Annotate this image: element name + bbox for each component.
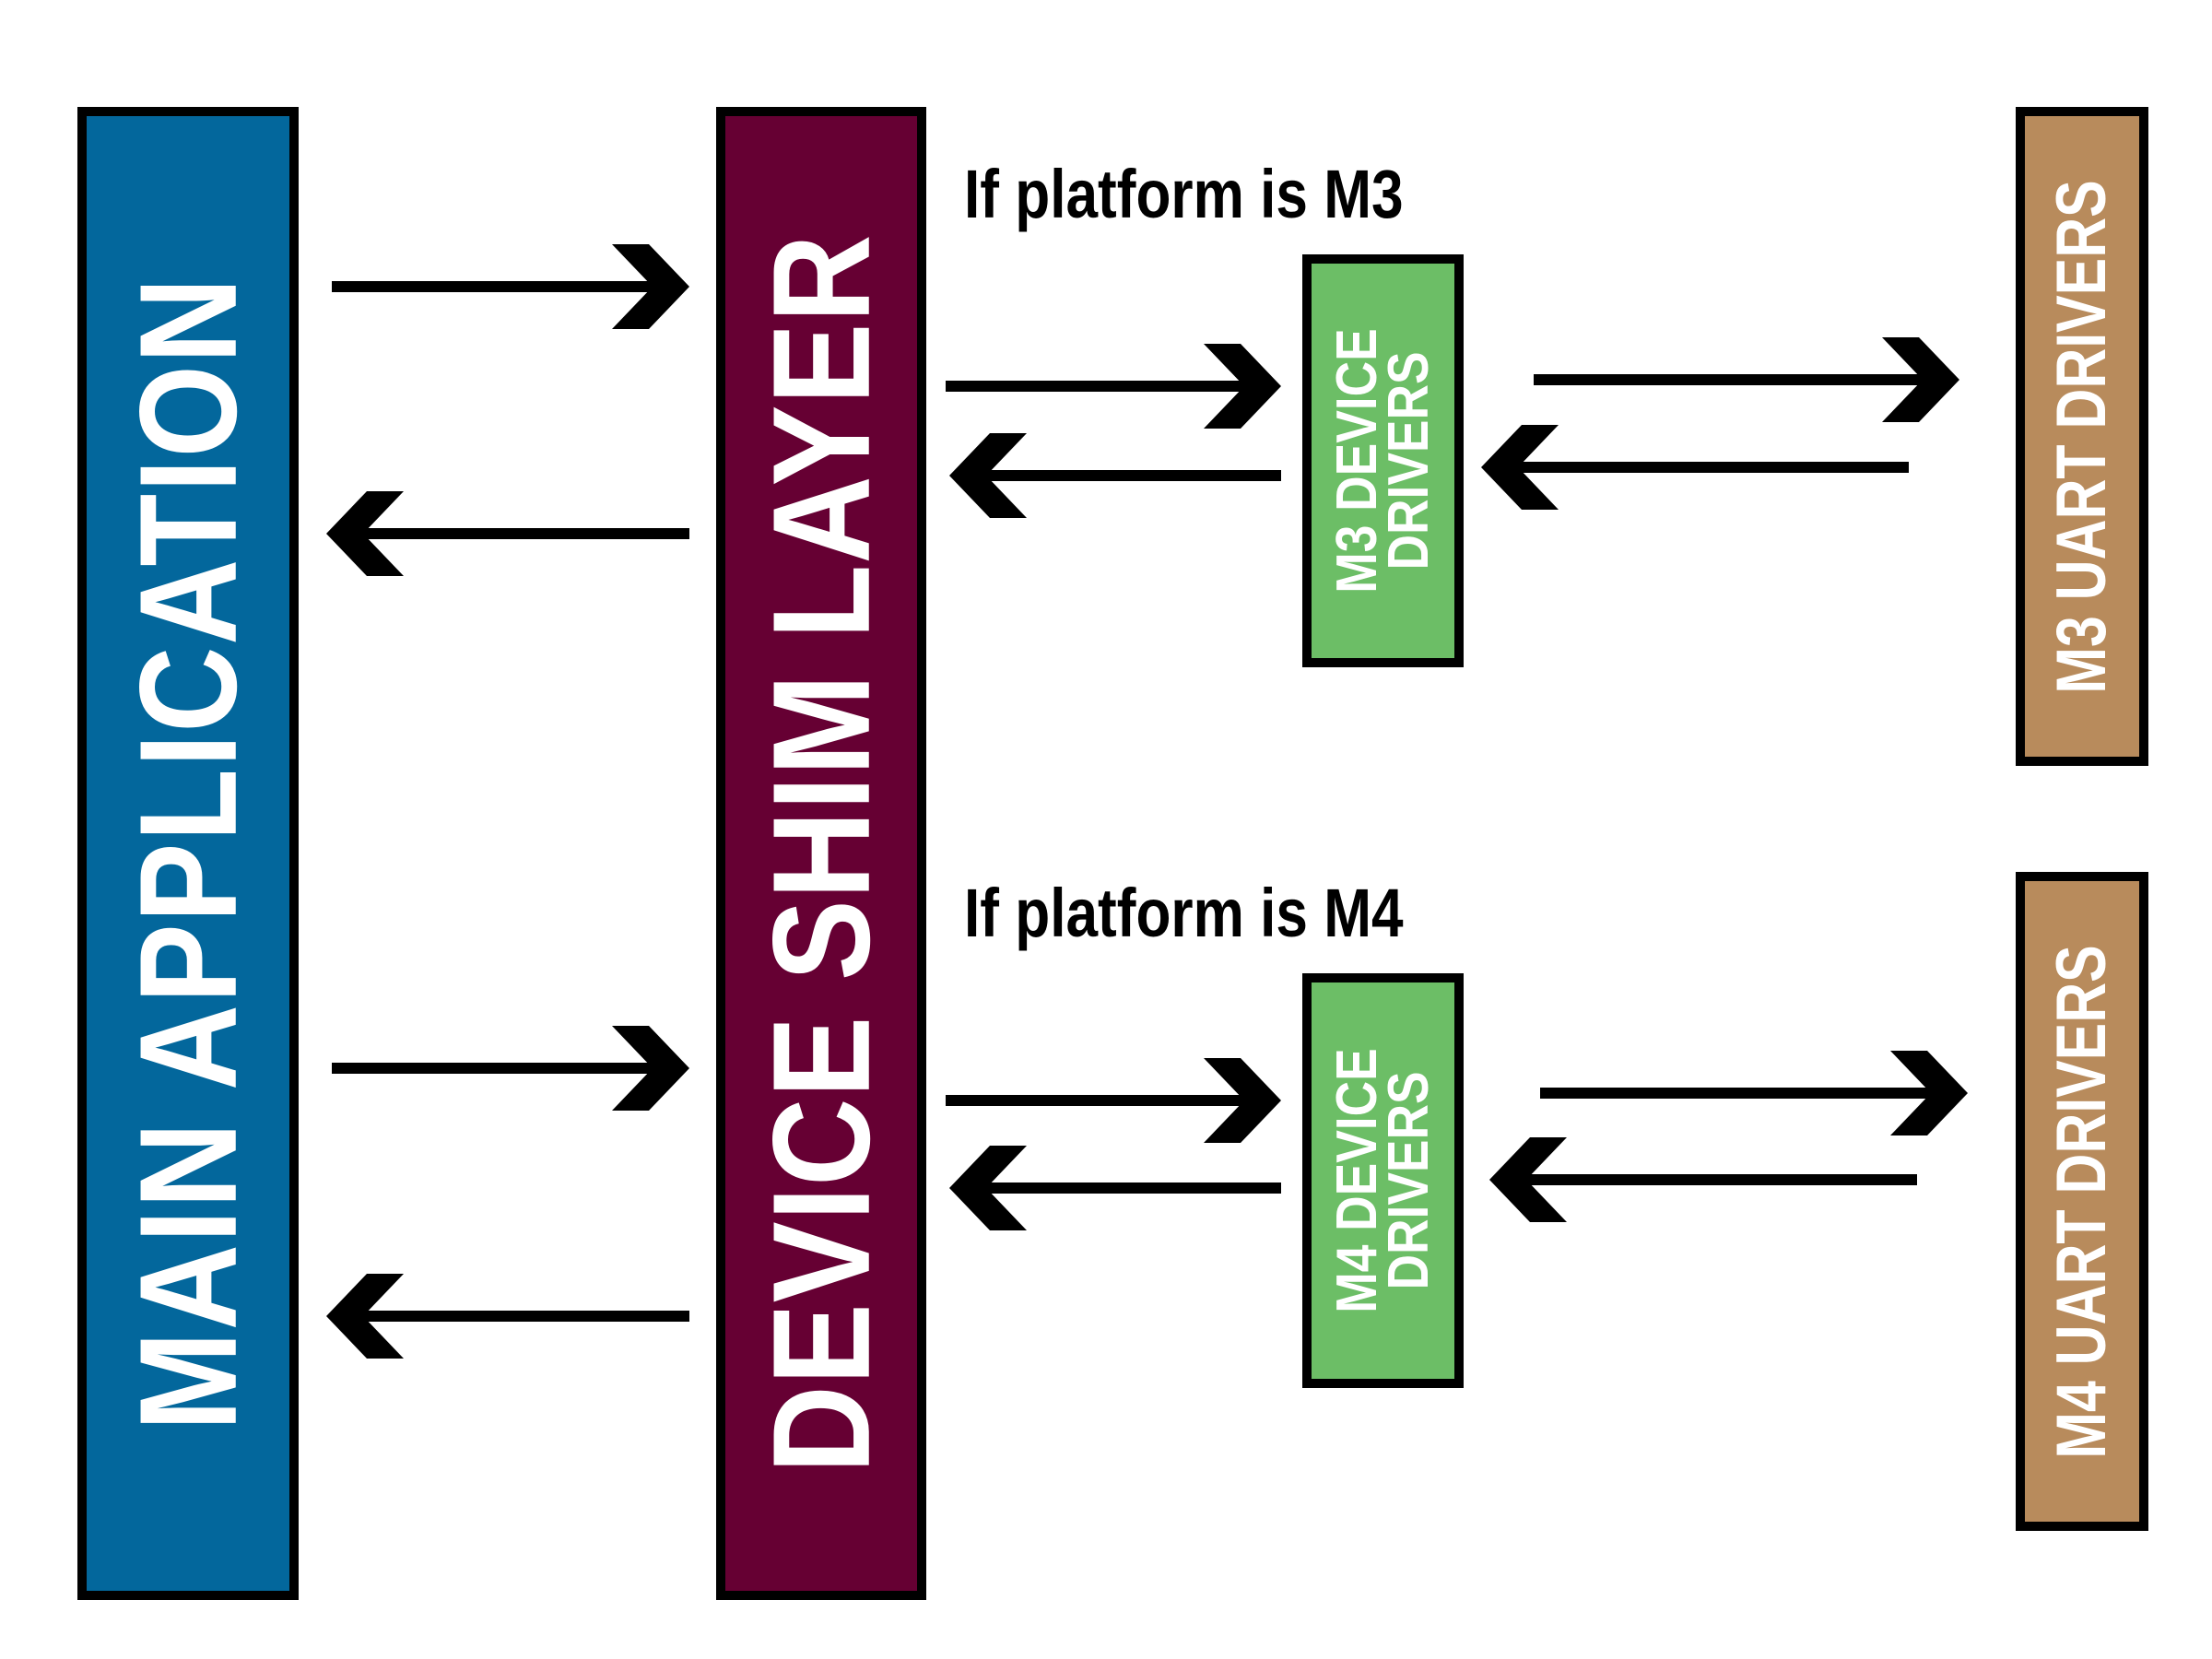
chevron-right-icon: [1204, 344, 1281, 429]
m3-device-drivers-block: M3 DEVICE DRIVERS: [1302, 254, 1464, 667]
arrow-shaft: [959, 1182, 1281, 1194]
arrow-device-shim-layer-to-m4-device-drivers: [946, 1058, 1281, 1143]
arrow-m4-device-drivers-to-device-shim-layer: [949, 1146, 1281, 1230]
m3-device-drivers-label-line2: DRIVERS: [1376, 351, 1441, 571]
chevron-left-icon: [326, 491, 404, 576]
chevron-left-icon: [1481, 425, 1559, 510]
m4-device-drivers-label-line1: M4 DEVICE: [1324, 1048, 1389, 1313]
device-shim-layer-label: DEVICE SHIM LAYER: [743, 233, 899, 1474]
arrow-shaft: [946, 1095, 1272, 1106]
arrow-shaft: [335, 1311, 689, 1322]
condition-m3-label: If platform is M3: [964, 156, 1404, 232]
arrow-shaft: [959, 470, 1281, 481]
m3-device-drivers-label-line1: M3 DEVICE: [1324, 328, 1389, 594]
m3-uart-drivers-label: M3 UART DRIVERS: [2041, 179, 2121, 694]
m4-device-drivers-label: M4 DEVICE DRIVERS: [1324, 1048, 1441, 1313]
arrow-shaft: [1499, 1174, 1917, 1185]
arrow-main-application-to-device-shim-layer: [332, 1026, 689, 1111]
chevron-left-icon: [326, 1274, 404, 1359]
m4-uart-drivers-block: M4 UART DRIVERS: [2016, 872, 2148, 1531]
arrow-shaft: [1490, 462, 1909, 473]
arrow-m3-device-drivers-to-m3-uart-drivers: [1534, 337, 1959, 422]
arrow-m4-device-drivers-to-m4-uart-drivers: [1540, 1051, 1968, 1135]
chevron-left-icon: [1489, 1137, 1567, 1222]
main-application-label: MAIN APPLICATION: [110, 276, 265, 1431]
chevron-right-icon: [1882, 337, 1959, 422]
device-shim-layer-block: DEVICE SHIM LAYER: [716, 107, 926, 1600]
arrow-m4-uart-drivers-to-m4-device-drivers: [1489, 1137, 1917, 1222]
arrow-device-shim-layer-to-main-application: [326, 1274, 689, 1359]
chevron-right-icon: [612, 1026, 689, 1111]
m3-device-drivers-label: M3 DEVICE DRIVERS: [1324, 328, 1441, 594]
arrow-shaft: [946, 381, 1272, 392]
arrow-device-shim-layer-to-m3-device-drivers: [946, 344, 1281, 429]
chevron-right-icon: [1890, 1051, 1968, 1135]
arrow-m3-uart-drivers-to-m3-device-drivers: [1481, 425, 1909, 510]
arrow-shaft: [1540, 1088, 1959, 1099]
main-application-block: MAIN APPLICATION: [77, 107, 299, 1600]
chevron-left-icon: [949, 433, 1027, 518]
chevron-left-icon: [949, 1146, 1027, 1230]
arrow-device-shim-layer-to-main-application: [326, 491, 689, 576]
chevron-right-icon: [1204, 1058, 1281, 1143]
arrow-m3-device-drivers-to-device-shim-layer: [949, 433, 1281, 518]
m3-uart-drivers-block: M3 UART DRIVERS: [2016, 107, 2148, 766]
m4-device-drivers-block: M4 DEVICE DRIVERS: [1302, 973, 1464, 1388]
arrow-shaft: [332, 1063, 680, 1074]
chevron-right-icon: [612, 244, 689, 329]
m4-uart-drivers-label: M4 UART DRIVERS: [2041, 944, 2121, 1459]
arrow-main-application-to-device-shim-layer: [332, 244, 689, 329]
arrow-shaft: [1534, 374, 1950, 385]
arrow-shaft: [332, 281, 680, 292]
condition-m4-label: If platform is M4: [964, 875, 1404, 951]
m4-device-drivers-label-line2: DRIVERS: [1376, 1071, 1441, 1290]
arrow-shaft: [335, 528, 689, 539]
